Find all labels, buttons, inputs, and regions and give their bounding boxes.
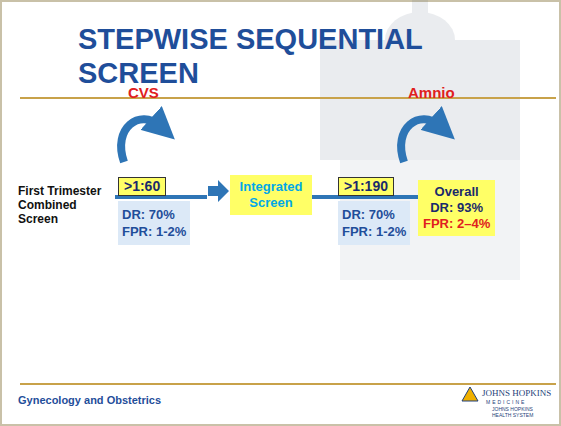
threshold-box: >1:190	[338, 177, 394, 196]
node-text: FPR: 1-2%	[122, 223, 186, 240]
logo-text: MEDICINE	[486, 399, 526, 405]
slide-title: STEPWISE SEQUENTIAL SCREEN	[78, 22, 423, 90]
result-box: OverallDR: 93%FPR: 2–4%	[418, 180, 495, 236]
node-text: DR: 70%	[342, 206, 406, 223]
logo-text: HEALTH SYSTEM	[492, 412, 533, 418]
stage-label: First Trimester Combined Screen	[18, 184, 114, 226]
node-text: Integrated Screen	[234, 179, 308, 211]
footer-rule	[20, 383, 556, 385]
curved-arrow	[401, 119, 440, 162]
node-text: DR: 93%	[423, 200, 490, 216]
logo-text: JOHNS HOPKINS	[492, 406, 533, 412]
procedure-label: Amnio	[408, 84, 455, 101]
block-arrow	[208, 180, 229, 202]
node-text: FPR: 1-2%	[342, 223, 406, 240]
curved-arrow	[121, 119, 160, 162]
rate-box: DR: 70%FPR: 1-2%	[338, 201, 410, 245]
procedure-label: CVS	[128, 84, 159, 101]
logo-icon	[462, 387, 478, 401]
node-text: >1:190	[344, 178, 388, 195]
node-text: FPR: 2–4%	[423, 216, 490, 232]
node-text: >1:60	[124, 178, 160, 195]
threshold-box: >1:60	[118, 177, 166, 196]
node-text: DR: 70%	[122, 206, 186, 223]
process-box: Integrated Screen	[230, 175, 312, 215]
logo-text: JOHNS HOPKINS	[482, 388, 551, 398]
footer-text: Gynecology and Obstetrics	[18, 394, 161, 406]
node-text: Overall	[423, 184, 490, 200]
title-rule	[20, 97, 556, 99]
rate-box: DR: 70%FPR: 1-2%	[118, 201, 190, 245]
title-text: STEPWISE SEQUENTIAL SCREEN	[78, 22, 423, 90]
